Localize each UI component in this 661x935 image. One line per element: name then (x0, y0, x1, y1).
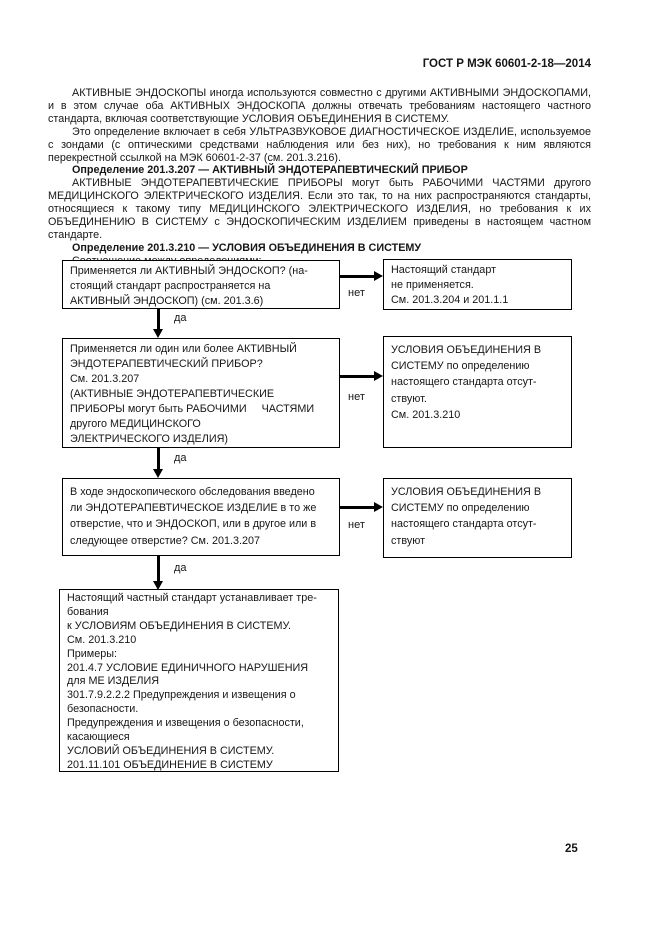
flow-box-question-endotherapeutic-device: Применяется ли один или более АКТИВНЫЙ Э… (62, 338, 340, 448)
branch-label-yes-2: да (174, 452, 187, 464)
page-number: 25 (565, 843, 578, 855)
heading-definition-201-3-210: Определение 201.3.210 — УСЛОВИЯ ОБЪЕДИНЕ… (72, 241, 422, 254)
no-arrow-head-icon-1 (374, 271, 383, 281)
no-arrow-head-icon-2 (374, 371, 383, 381)
no-arrow-line-3 (340, 506, 374, 509)
yes-arrow-head-icon-3 (153, 581, 163, 590)
document-header-title: ГОСТ Р МЭК 60601-2-18—2014 (422, 58, 591, 70)
flow-box-question-same-orifice: В ходе эндоскопического обследования вве… (62, 478, 340, 556)
paragraph-active-endoscopes: АКТИВНЫЕ ЭНДОСКОПЫ иногда используются с… (48, 87, 591, 125)
yes-arrow-line-2 (157, 448, 160, 469)
heading-definition-201-3-207: Определение 201.3.207 — АКТИВНЫЙ ЭНДОТЕР… (72, 164, 468, 177)
paragraph-ultrasound-definition: Это определение включает в себя УЛЬТРАЗВ… (48, 125, 591, 164)
flow-box-question-active-endoscope: Применяется ли АКТИВНЫЙ ЭНДОСКОП? (на- с… (62, 260, 340, 309)
flow-box-result-not-applicable: Настоящий стандарт не применяется. См. 2… (383, 259, 572, 310)
flow-box-result-standard-establishes-requirements: Настоящий частный стандарт устанавливает… (59, 589, 339, 772)
branch-label-yes-1: да (174, 312, 187, 324)
branch-label-no-1: нет (348, 287, 365, 299)
no-arrow-line-2 (340, 375, 374, 378)
yes-arrow-line-1 (157, 309, 160, 329)
branch-label-no-3: нет (348, 519, 365, 531)
no-arrow-head-icon-3 (374, 502, 383, 512)
yes-arrow-head-icon-1 (153, 329, 163, 338)
body-text-block: АКТИВНЫЕ ЭНДОСКОПЫ иногда используются с… (48, 87, 591, 268)
no-arrow-line-1 (340, 275, 374, 278)
yes-arrow-head-icon-2 (153, 469, 163, 478)
flow-box-result-no-system-conditions-2: УСЛОВИЯ ОБЪЕДИНЕНИЯ В СИСТЕМУ по определ… (383, 478, 572, 558)
flow-box-result-no-system-conditions-1: УСЛОВИЯ ОБЪЕДИНЕНИЯ В СИСТЕМУ по определ… (383, 336, 572, 448)
yes-arrow-line-3 (157, 556, 160, 581)
branch-label-yes-3: да (174, 562, 187, 574)
branch-label-no-2: нет (348, 391, 365, 403)
paragraph-endotherapeutic-devices: АКТИВНЫЕ ЭНДОТЕРАПЕВТИЧЕСКИЕ ПРИБОРЫ мог… (48, 177, 591, 241)
